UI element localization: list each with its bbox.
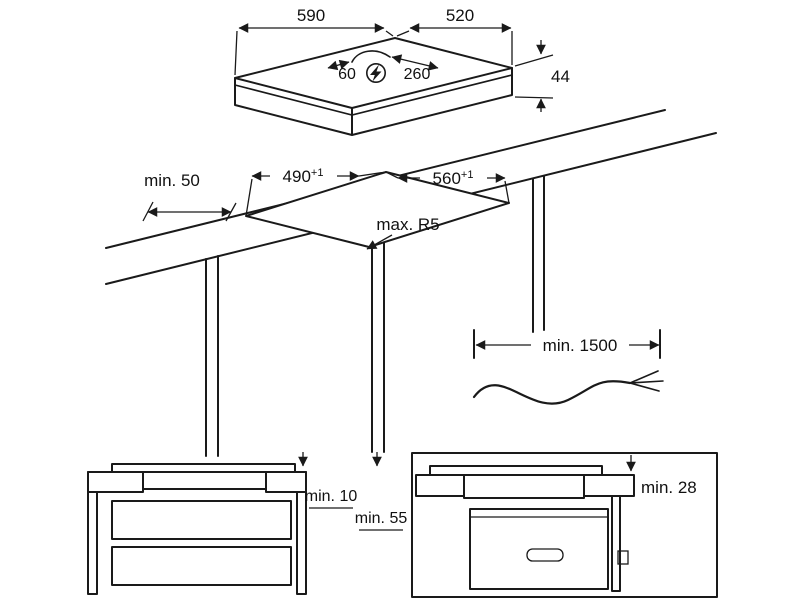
cutout-depth-label: 490+1	[283, 167, 324, 186]
cutout-width-value: 560	[433, 169, 461, 188]
cutout-depth-dimension: 490+1	[245, 167, 387, 217]
cutout-depth-value: 490	[283, 167, 311, 186]
hob-glass-section	[111, 463, 296, 473]
power-cable-view: min. 1500	[472, 329, 664, 405]
hob-height-dimension: 44	[514, 40, 570, 112]
hob-body-section	[142, 471, 267, 490]
cutout-depth-tolerance: +1	[311, 167, 324, 179]
hob-isometric-view: 60 260 590 520 44	[234, 6, 570, 136]
cable-length-label: min. 1500	[543, 336, 618, 355]
drawer-upper	[111, 500, 292, 540]
hob-clearance-label: min. 10	[305, 488, 358, 505]
cabinet-side-panels	[87, 471, 307, 595]
cross-section-oven-view: min. 28	[411, 452, 718, 598]
oven-clearance-label: min. 28	[641, 478, 697, 497]
oven-view-frame	[411, 452, 718, 598]
worktop-cutout-view: 490+1 560+1 min. 50 max. R5	[105, 109, 717, 457]
corner-radius-label: max. R5	[376, 215, 439, 234]
hob-width-label: 590	[297, 6, 325, 25]
oven-knob	[617, 550, 629, 565]
worktop-section-left-oven	[415, 474, 465, 497]
oven-handle	[526, 548, 564, 562]
cable-center-label: 260	[404, 66, 431, 83]
worktop-section-right	[265, 471, 307, 493]
table-legs	[205, 175, 545, 457]
cutout-width-label: 560+1	[433, 169, 474, 188]
cable-position-detail: 60 260	[327, 50, 439, 83]
front-clearance-dimension: min. 50	[142, 171, 237, 222]
hob-height-label: 44	[551, 67, 570, 86]
drawer-clearance-label: min. 55	[355, 510, 408, 527]
worktop-section-left	[87, 471, 144, 493]
power-connection-icon	[365, 62, 386, 83]
hob-width-dimension: 590	[234, 6, 394, 76]
cutout-width-dimension: 560+1	[385, 169, 510, 204]
worktop-section-right-oven	[583, 474, 635, 497]
hob-glass-lip	[234, 74, 513, 116]
cable-loop	[351, 50, 391, 63]
hob-body-section-oven	[463, 474, 585, 499]
oven-illustration	[469, 495, 629, 592]
cutout-width-tolerance: +1	[461, 169, 474, 181]
cross-section-drawer-view: min. 10 min. 55	[87, 452, 408, 595]
oven-clearance-dimension: min. 28	[626, 455, 697, 497]
corner-radius-annotation: max. R5	[366, 215, 440, 250]
cable-dimension-ticks	[473, 329, 661, 359]
front-clearance-label: min. 50	[144, 171, 200, 190]
cabinet-side-panel-right	[611, 495, 621, 592]
cable-offset-label: 60	[338, 66, 356, 83]
drawer-lower	[111, 546, 292, 586]
hob-depth-label: 520	[446, 6, 474, 25]
cable-illustration	[472, 370, 664, 405]
drawer-clearance-dimensions: min. 10 min. 55	[298, 452, 408, 531]
hob-glass-section-oven	[429, 465, 603, 476]
hob-body-sides	[234, 67, 513, 136]
hob-depth-dimension: 520	[396, 6, 513, 65]
